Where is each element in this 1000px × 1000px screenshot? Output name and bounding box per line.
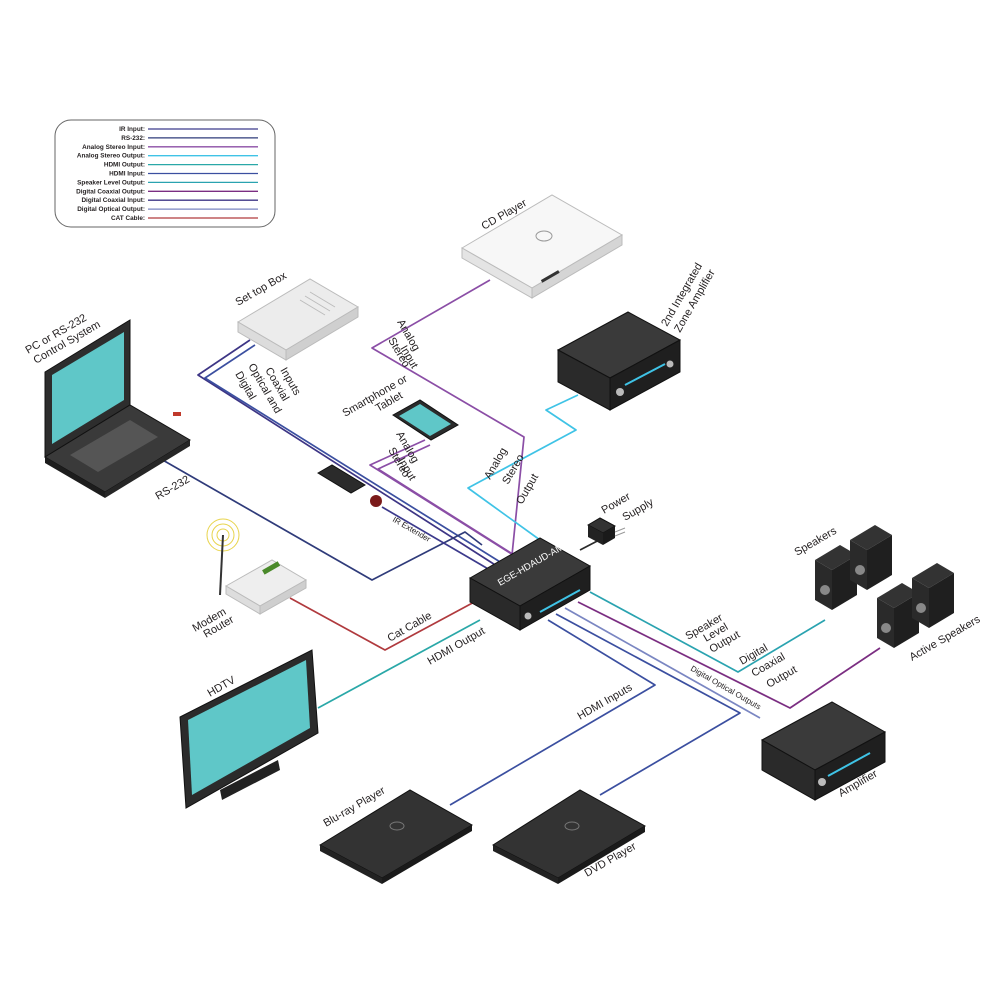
cable-hdmi-input-bluray xyxy=(449,619,656,806)
ir-extender-eye xyxy=(370,495,382,507)
remote-control[interactable] xyxy=(317,464,366,494)
legend-item-label: HDMI Input: xyxy=(109,171,145,178)
cable-hdmi-input-dvd xyxy=(555,613,741,796)
cable-labels: Digital Optical and Coaxial Inputs Analo… xyxy=(154,318,800,723)
bluray-player[interactable] xyxy=(318,789,474,884)
label-hdmi-output: HDMI Output xyxy=(426,625,488,667)
laptop[interactable] xyxy=(44,319,191,498)
cable-ir-extender xyxy=(381,506,491,571)
modem-router[interactable] xyxy=(206,518,308,615)
legend-item-label: Digital Coaxial Output: xyxy=(76,188,145,195)
active-speakers[interactable] xyxy=(877,563,954,648)
cable-hdmi-output xyxy=(317,619,481,709)
legend: IR Input: RS-232: Analog Stereo Input: Anal… xyxy=(54,119,276,228)
hub-ege-hdaud-amp[interactable]: EGE-HDAUD-AMP xyxy=(468,537,592,631)
cable-cat xyxy=(289,597,479,651)
zone-amplifier[interactable] xyxy=(556,311,682,411)
legend-item-label: Analog Stereo Input: xyxy=(82,144,145,151)
cable-digital-input-a xyxy=(197,339,501,569)
label-rs232: RS-232 xyxy=(154,474,192,503)
speakers[interactable] xyxy=(815,525,892,610)
smartphone[interactable] xyxy=(392,399,459,441)
legend-item-label: Digital Coaxial Input: xyxy=(81,197,145,204)
legend-rows: IR Input: RS-232: Analog Stereo Input: Anal… xyxy=(76,126,258,222)
legend-item-label: Speaker Level Output: xyxy=(77,179,145,186)
cable-optical-output xyxy=(564,607,761,719)
cable-digital-input-b xyxy=(204,344,506,566)
cable-analog-output xyxy=(467,394,579,541)
amplifier[interactable] xyxy=(760,701,887,801)
label-ir-extender: IR Extender xyxy=(391,515,432,544)
legend-item-label: Digital Optical Output: xyxy=(77,206,145,213)
cable-coax-output xyxy=(577,601,881,709)
cables xyxy=(139,279,881,806)
cd-player[interactable] xyxy=(461,194,623,299)
dvd-player[interactable] xyxy=(491,789,647,884)
legend-item-label: CAT Cable: xyxy=(111,215,145,222)
legend-item-label: IR Input: xyxy=(119,126,145,133)
legend-item-label: Analog Stereo Output: xyxy=(77,153,145,160)
set-top-box[interactable] xyxy=(237,278,359,361)
cable-speaker-output xyxy=(589,591,826,673)
cable-analog-input-phone-b xyxy=(377,444,523,561)
hdtv[interactable] xyxy=(179,649,319,809)
legend-item-label: HDMI Output: xyxy=(104,162,145,169)
cable-rs232 xyxy=(139,446,483,581)
power-supply[interactable] xyxy=(586,517,626,545)
cable-analog-input-cd xyxy=(371,279,525,556)
legend-item-label: RS-232: xyxy=(121,135,145,142)
